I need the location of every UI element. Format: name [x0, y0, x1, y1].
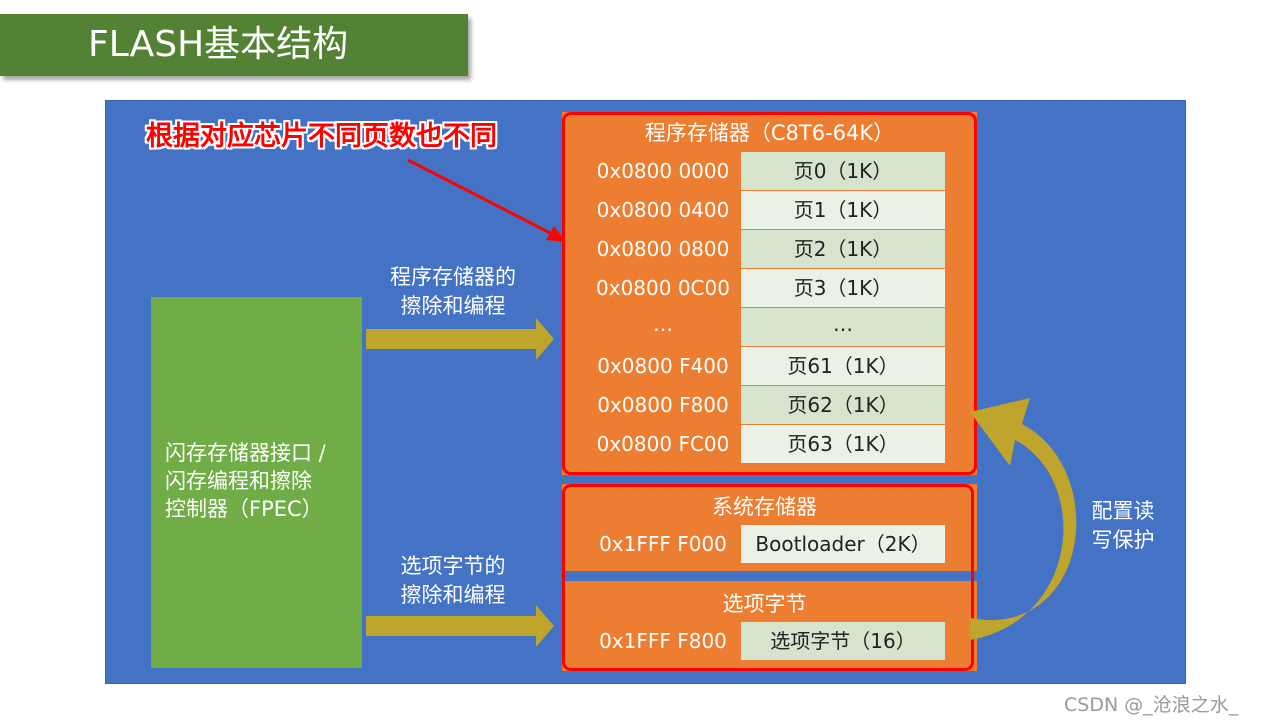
write-protect-label-line: 写保护	[1091, 528, 1155, 552]
flash-page-cell: 页63（1K）	[741, 425, 945, 463]
flash-page-cell: 页0（1K）	[741, 152, 945, 190]
program-memory-address: 0x0800 0800	[596, 237, 730, 261]
option-bytes-address: 0x1FFF F800	[599, 629, 727, 653]
page-title: FLASH基本结构	[88, 24, 349, 65]
info-block-highlight-frame	[562, 484, 974, 671]
watermark: CSDN @_沧浪之水_	[1064, 694, 1239, 716]
system-memory-title: 系统存储器	[712, 495, 817, 519]
program-memory-address: 0x0800 0C00	[596, 276, 730, 300]
flash-page-cell: 页1（1K）	[741, 191, 945, 229]
program-memory-address: 0x0800 FC00	[596, 432, 730, 456]
program-memory-address: 0x0800 F800	[597, 393, 729, 417]
fpec-label-line: 控制器（FPEC）	[165, 497, 323, 521]
bootloader-cell: Bootloader（2K）	[741, 525, 945, 563]
fpec-label: 闪存存储器接口 / 闪存编程和擦除 控制器（FPEC）	[165, 439, 355, 523]
program-memory-title: 程序存储器（C8T6-64K）	[644, 121, 895, 145]
write-protect-curved-arrow	[970, 398, 1077, 640]
flash-page-cell: 页2（1K）	[741, 230, 945, 268]
program-memory-address: 0x0800 0000	[596, 159, 730, 183]
fpec-label-line: 闪存存储器接口 /	[165, 441, 326, 465]
write-protect-label-line: 配置读	[1091, 499, 1155, 523]
flash-page-cell: …	[741, 308, 945, 346]
fpec-label-line: 闪存编程和擦除	[165, 469, 312, 493]
flash-page-cell: 页61（1K）	[741, 347, 945, 385]
program-arrow	[366, 318, 554, 360]
option-bytes-cell: 选项字节（16）	[741, 622, 945, 660]
write-protect-label: 配置读 写保护	[1078, 497, 1168, 555]
option-bytes-title: 选项字节	[722, 592, 807, 616]
program-memory-address: …	[653, 312, 673, 336]
annotation-pointer-arrow	[407, 158, 561, 240]
system-memory-address: 0x1FFF F000	[599, 532, 727, 556]
option-arrow-label-line: 选项字节的	[400, 554, 506, 578]
fpec-block: 闪存存储器接口 / 闪存编程和擦除 控制器（FPEC）	[151, 297, 362, 668]
program-memory-address: 0x0800 0400	[596, 198, 730, 222]
program-arrow-label-line: 程序存储器的	[390, 265, 516, 289]
flash-page-cell: 页62（1K）	[741, 386, 945, 424]
annotation-note: 根据对应芯片不同页数也不同	[146, 121, 497, 152]
program-memory-address: 0x0800 F400	[597, 354, 729, 378]
option-arrow	[366, 605, 554, 647]
program-memory-highlight-frame	[562, 112, 977, 475]
option-arrow-label: 选项字节的 擦除和编程	[368, 552, 538, 610]
program-arrow-label: 程序存储器的 擦除和编程	[368, 263, 538, 321]
option-arrow-label-line: 擦除和编程	[400, 583, 506, 607]
flash-page-cell: 页3（1K）	[741, 269, 945, 307]
program-arrow-label-line: 擦除和编程	[400, 294, 506, 318]
annotation-pointer-arrowhead	[546, 226, 566, 242]
title-bar: FLASH基本结构	[0, 14, 468, 76]
